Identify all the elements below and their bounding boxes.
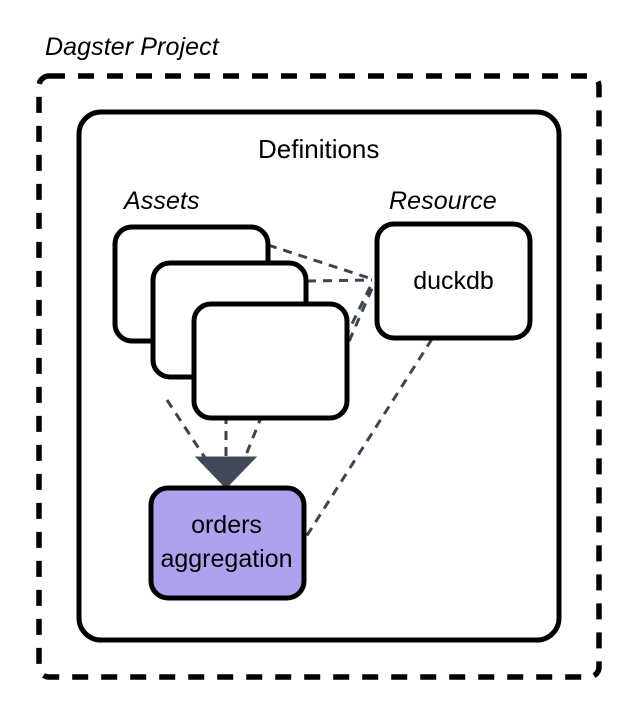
arrowhead-icon [194, 456, 258, 489]
edge-asset1-duckdb [267, 243, 373, 281]
edge-asset3-duckdb [343, 282, 374, 339]
project-boundary-dashed-rect [36, 73, 602, 680]
resource-group-label: Resource [389, 187, 497, 215]
definitions-label: Definitions [258, 134, 380, 164]
page-title: Dagster Project [45, 33, 219, 61]
edge-duckdb-orders [304, 338, 434, 538]
duckdb-node[interactable] [374, 221, 533, 341]
orders-aggregation-node[interactable] [148, 485, 307, 601]
edge-asset2-duckdb [306, 278, 373, 283]
assets-group-label: Assets [124, 187, 200, 215]
asset-card-3[interactable] [191, 301, 350, 421]
